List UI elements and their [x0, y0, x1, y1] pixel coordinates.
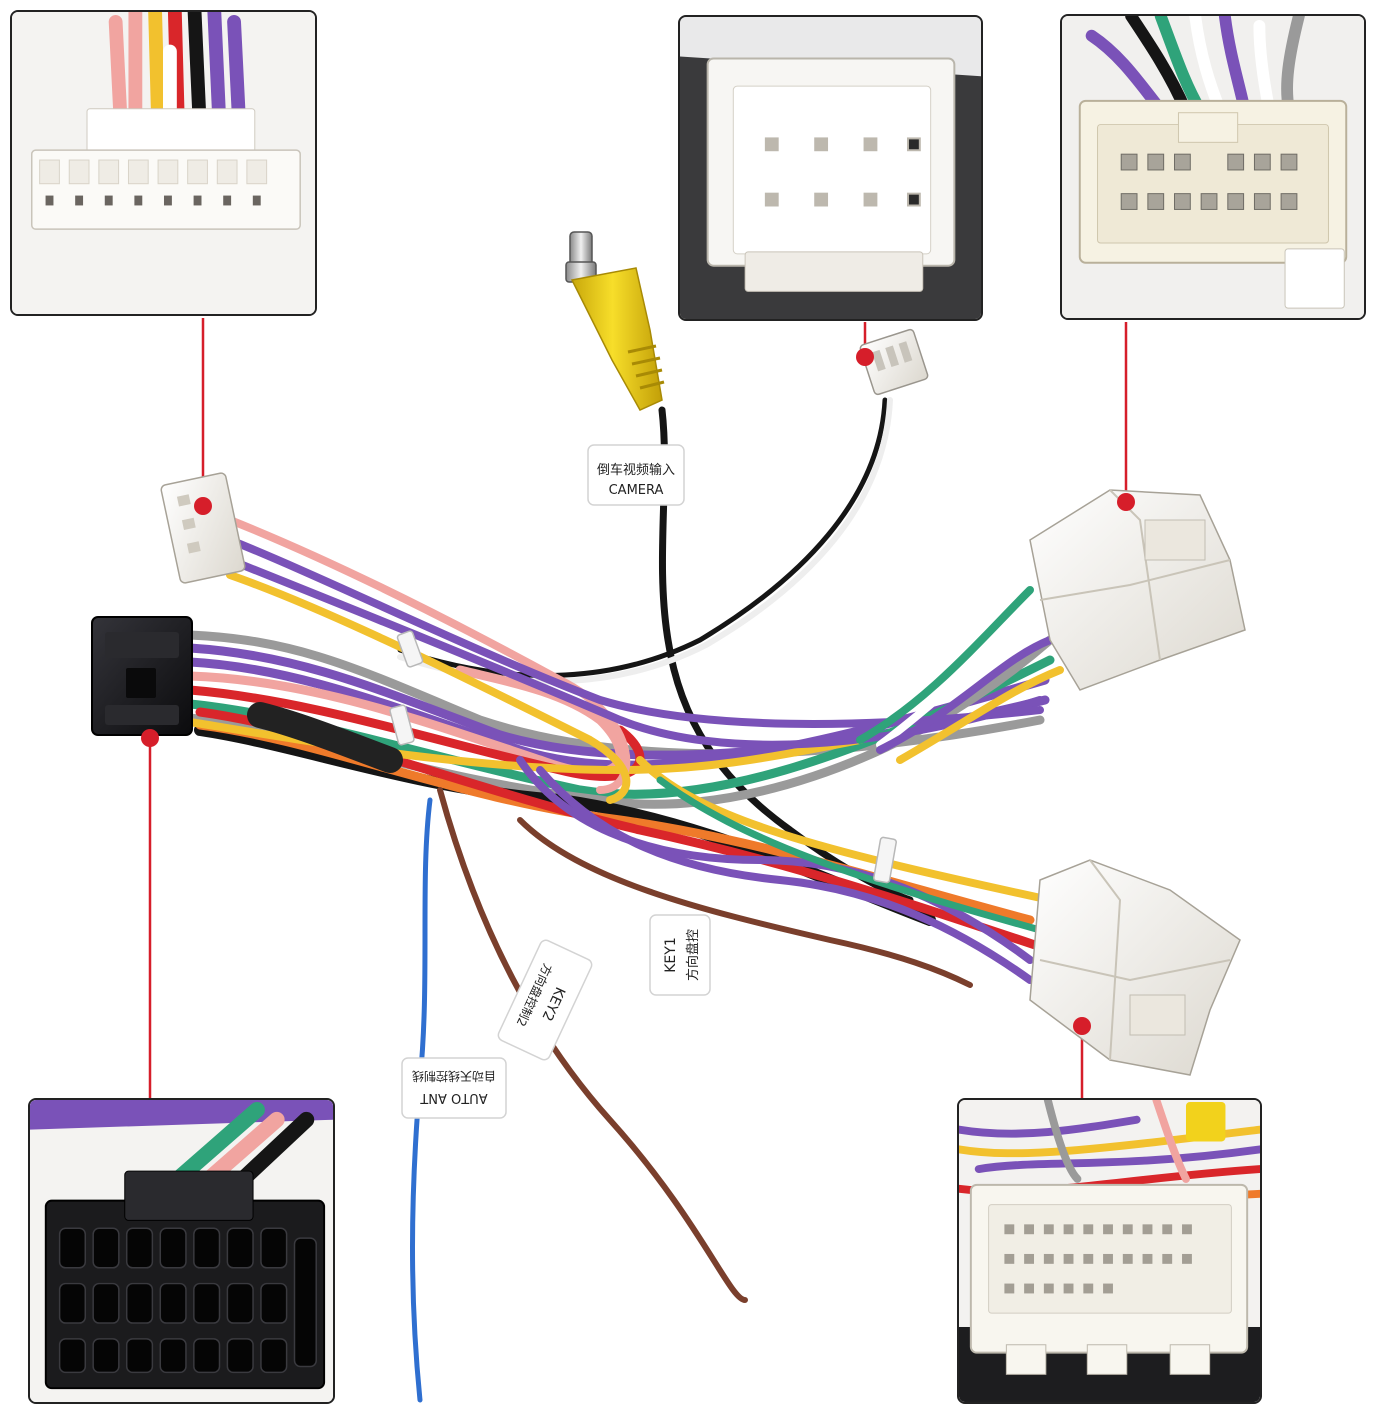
inset-multi-pin-white-connector [957, 1098, 1262, 1404]
inset-dual-row-terminal-connector [1060, 14, 1366, 320]
inset-black-iso-connector-art [30, 1100, 333, 1402]
callout-dots [141, 348, 1135, 1035]
key2-tag: KEY2 方向盘控制2 [497, 939, 593, 1061]
auto-ant-tag: AUTO ANT 自动天线控制线 [401, 1057, 507, 1119]
small-white-plug-top [859, 328, 929, 396]
white-connector-bottom-right [1029, 859, 1241, 1076]
inset-black-iso-connector [28, 1098, 335, 1404]
camera-tag-cn: 倒车视频输入 [597, 462, 675, 478]
auto-ant-tag-en: AUTO ANT [420, 1090, 487, 1105]
small-connector-cable [397, 397, 893, 685]
white-connector-top-right [1029, 489, 1246, 691]
key1-tag-cn: 方向盘控 [685, 929, 701, 981]
auto-ant-tag-cn: 自动天线控制线 [412, 1069, 496, 1083]
camera-tag: 倒车视频输入 CAMERA [587, 444, 685, 506]
rca-plug [565, 231, 665, 411]
black-heat-shrink [247, 702, 403, 773]
inset-multi-pin-white-connector-art [959, 1100, 1260, 1402]
key1-tag-en: KEY1 [663, 937, 679, 973]
cable-ties [389, 630, 897, 884]
inset-small-white-connector-art [12, 12, 315, 314]
small-white-connector [160, 472, 246, 584]
camera-tag-en: CAMERA [609, 483, 664, 498]
inset-dual-row-terminal-connector-art [1062, 16, 1364, 318]
inset-16-pin-white-connector-art [680, 17, 981, 319]
inset-16-pin-white-connector [678, 15, 983, 321]
inset-small-white-connector [10, 10, 317, 316]
key1-tag: KEY1 方向盘控 [649, 914, 711, 996]
black-iso-connector [91, 616, 193, 736]
main-wire-bundle [185, 516, 1064, 984]
